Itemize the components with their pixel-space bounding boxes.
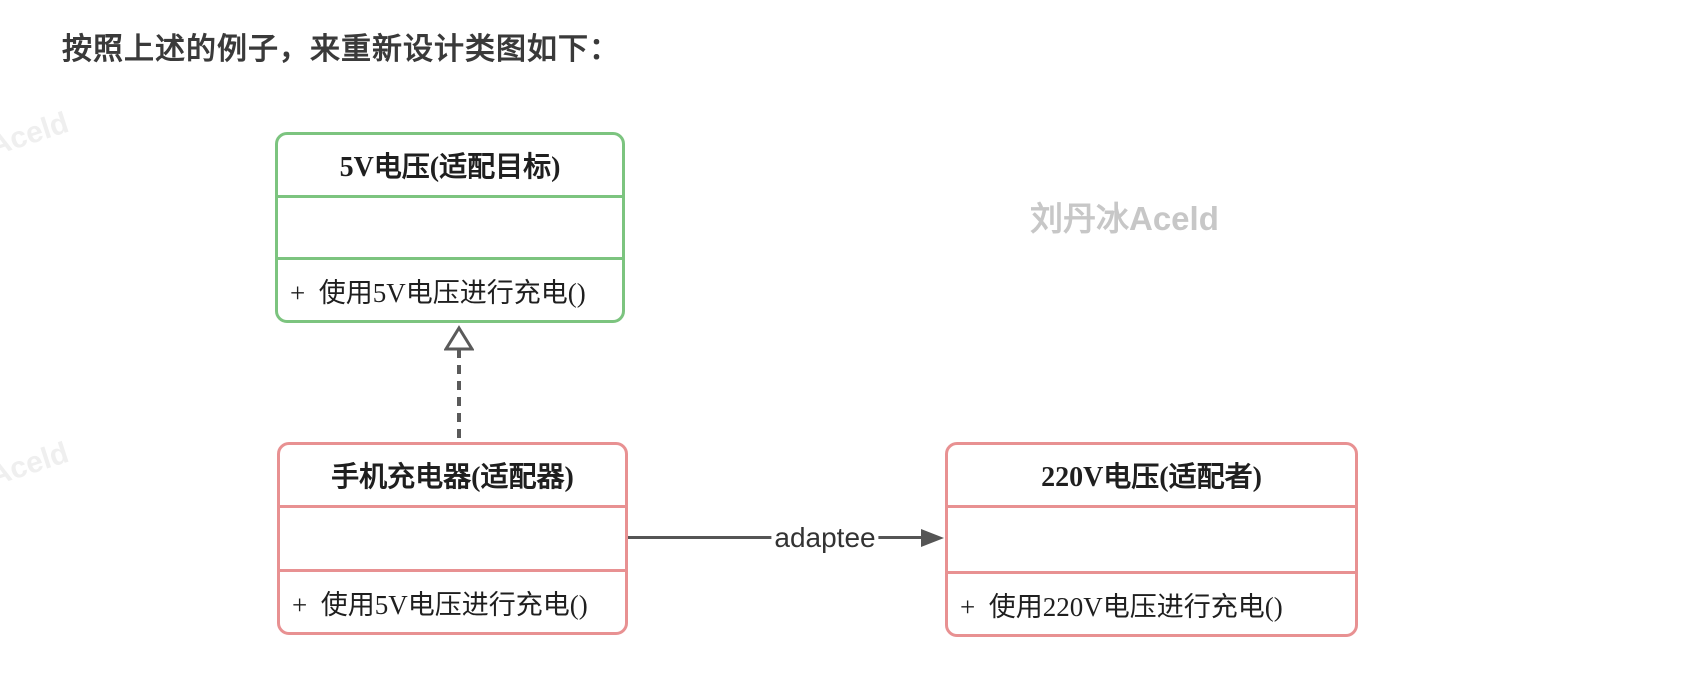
- class-methods-adapter: + 使用5V电压进行充电(): [292, 589, 588, 620]
- watermark-aceld-top: Aceld: [0, 106, 73, 163]
- page-title: 按照上述的例子，来重新设计类图如下：: [62, 33, 620, 66]
- watermark-aceld-bottom: Aceld: [0, 436, 73, 493]
- class-methods-adaptee: + 使用220V电压进行充电(): [960, 591, 1283, 622]
- class-box-adaptee: 220V电压(适配者) + 使用220V电压进行充电(): [945, 442, 1358, 637]
- class-methods-target: + 使用5V电压进行充电(): [290, 277, 586, 308]
- class-attributes-adapter: [280, 508, 625, 572]
- class-attributes-adaptee: [948, 508, 1355, 574]
- class-title-adapter: 手机充电器(适配器): [280, 445, 625, 508]
- association-label: adaptee: [771, 520, 879, 556]
- class-attributes-target: [278, 198, 622, 260]
- watermark-author: 刘丹冰Aceld: [1030, 200, 1219, 237]
- realization-arrowhead-icon: [444, 325, 474, 351]
- class-title-adaptee: 220V电压(适配者): [948, 445, 1355, 508]
- class-title-target: 5V电压(适配目标): [278, 135, 622, 198]
- realization-dashed-line: [457, 349, 461, 442]
- association-arrowhead-icon: [921, 529, 944, 547]
- class-box-target: 5V电压(适配目标) + 使用5V电压进行充电(): [275, 132, 625, 323]
- class-box-adapter: 手机充电器(适配器) + 使用5V电压进行充电(): [277, 442, 628, 635]
